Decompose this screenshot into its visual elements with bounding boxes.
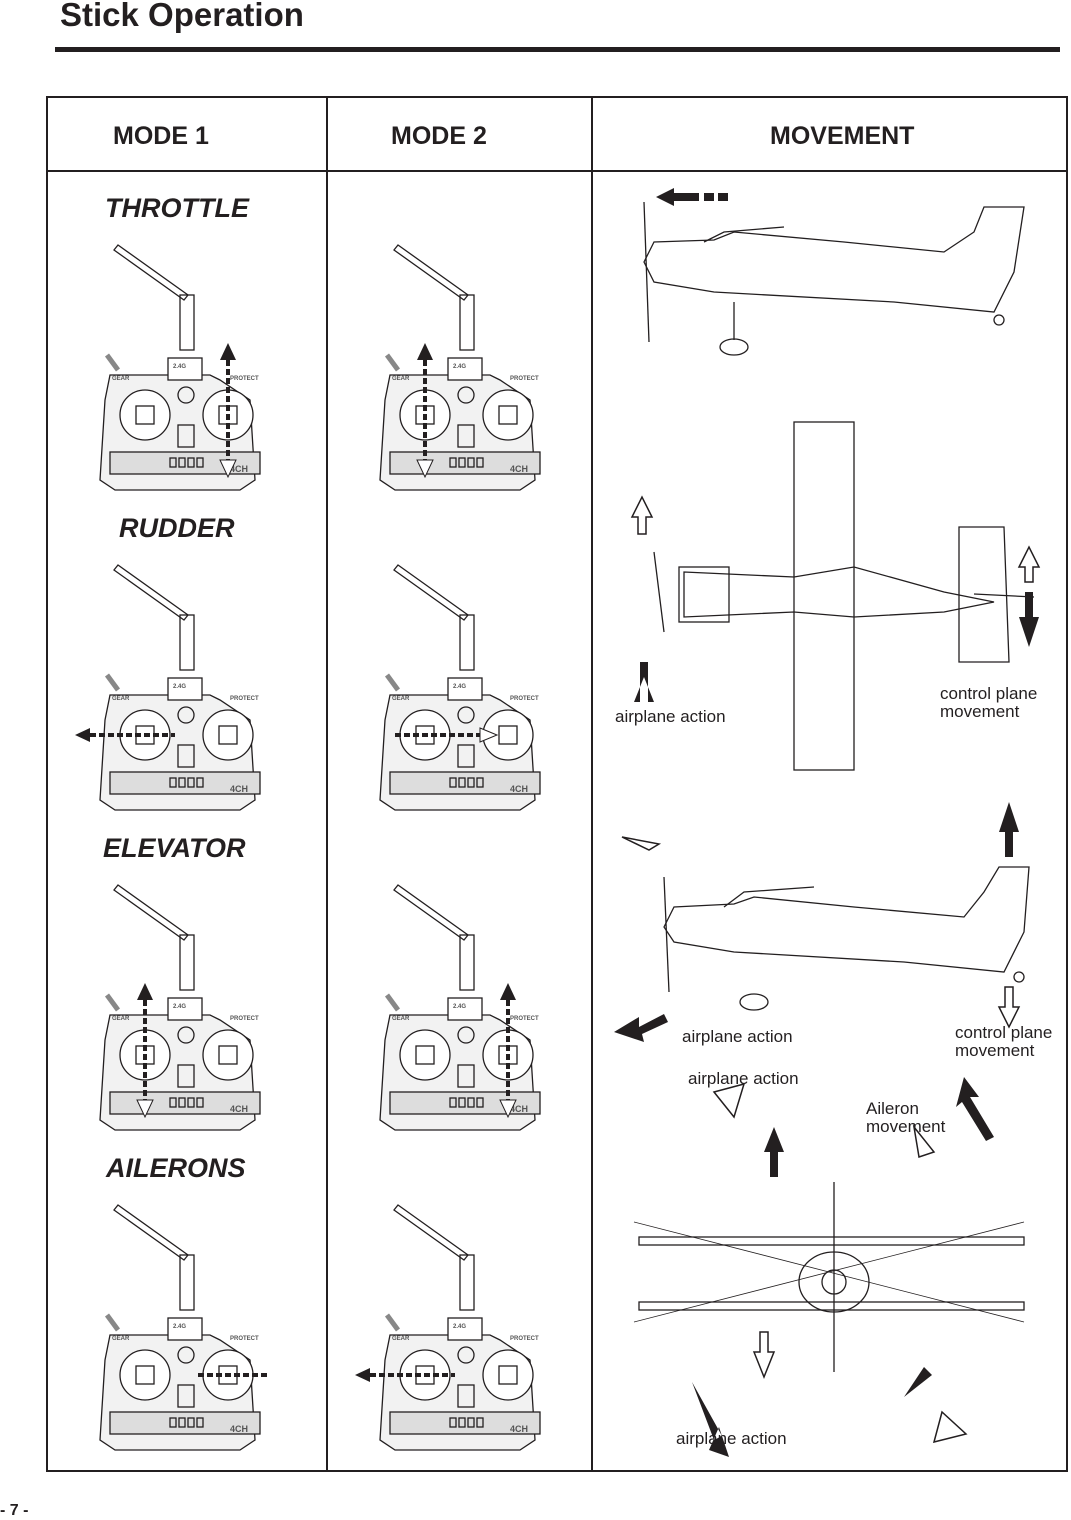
- header-divider: [48, 170, 1066, 172]
- protect-label: PROTECT: [230, 1336, 259, 1342]
- outline-arrow-roll-down-icon: [932, 1410, 968, 1444]
- stick-operation-table: MODE 1 MODE 2 MOVEMENT: [46, 96, 1068, 1472]
- row-label-elevator: ELEVATOR: [103, 833, 246, 863]
- column-header-movement: MOVEMENT: [770, 122, 915, 150]
- protect-label: PROTECT: [230, 376, 259, 382]
- protect-label: PROTECT: [510, 376, 539, 382]
- movement-illustrations: [614, 188, 1041, 1457]
- stick-direction-arrow-icon: [355, 1368, 455, 1382]
- row-label-ailerons: AILERONS: [106, 1153, 246, 1183]
- protect-label: PROTECT: [510, 696, 539, 702]
- channels-label: 4CH: [230, 464, 248, 474]
- band-label: 2.4G: [453, 1004, 466, 1010]
- stick-direction-arrow-icon: [499, 983, 517, 1119]
- channels-label: 4CH: [510, 464, 528, 474]
- arrow-roll-left-icon: [692, 1382, 729, 1457]
- airplane-side-view-elevator: [663, 866, 1030, 1011]
- band-label: 2.4G: [173, 684, 186, 690]
- transmitter-body: [379, 1204, 541, 1451]
- column-header-mode1: MODE 1: [113, 122, 209, 150]
- band-label: 2.4G: [453, 684, 466, 690]
- transmitter-body: [379, 564, 541, 811]
- column-divider: [591, 98, 593, 1470]
- transmitter-mode2-elevator: GEAR PROTECT 2.4G 4CH: [379, 884, 541, 1131]
- arrow-elevator-up-icon: [999, 802, 1019, 857]
- stick-direction-arrow-icon: [75, 728, 175, 742]
- band-label: 2.4G: [173, 1004, 186, 1010]
- transmitter-mode1-throttle: GEAR PROTECT 2.4G 4CH: [99, 244, 261, 491]
- gear-label: GEAR: [112, 1016, 130, 1022]
- outline-arrow-aileron-down-icon: [752, 1331, 776, 1380]
- elevator-control-plane-label: control plane movement: [955, 1023, 1053, 1060]
- channels-label: 4CH: [510, 1104, 528, 1114]
- stick-direction-arrow-icon: [198, 1373, 270, 1377]
- transmitter-body: [379, 884, 541, 1131]
- gear-label: GEAR: [112, 696, 130, 702]
- column-divider: [326, 98, 328, 1470]
- arrow-pitch-down-icon: [614, 1014, 668, 1042]
- protect-label: PROTECT: [230, 696, 259, 702]
- gear-label: GEAR: [112, 1336, 130, 1342]
- arrow-forward-icon: [656, 188, 699, 206]
- gear-label: GEAR: [392, 696, 410, 702]
- outline-arrow-rudder-up-icon: [1017, 545, 1041, 583]
- transmitter-mode2-ailerons: GEAR PROTECT 2.4G 4CH: [355, 1204, 541, 1451]
- column-header-mode2: MODE 2: [391, 122, 487, 150]
- outline-arrows: [621, 495, 1041, 1444]
- airplane-side-view-throttle: [643, 201, 1025, 356]
- stick-direction-arrow-icon: [136, 983, 154, 1119]
- band-label: 2.4G: [173, 1324, 186, 1330]
- page-number: - 7 -: [0, 1502, 29, 1519]
- band-label: 2.4G: [453, 1324, 466, 1330]
- channels-label: 4CH: [230, 784, 248, 794]
- arrow-aileron-down-icon: [904, 1367, 932, 1397]
- movement-arrows: [614, 188, 1039, 1457]
- arrow-rudder-down-icon: [1019, 592, 1039, 647]
- channels-label: 4CH: [230, 1104, 248, 1114]
- rudder-control-plane-label: control plane movement: [940, 684, 1038, 721]
- title-rule: [55, 47, 1060, 52]
- aileron-movement-label: Aileron movement: [866, 1099, 946, 1136]
- gear-label: GEAR: [112, 376, 130, 382]
- airplane-front-view-aileron: [633, 1182, 1025, 1372]
- channels-label: 4CH: [510, 784, 528, 794]
- band-label: 2.4G: [453, 364, 466, 370]
- page-title: Stick Operation: [60, 0, 304, 33]
- outline-arrow-roll-up-icon: [712, 1082, 746, 1119]
- stick-direction-arrow-icon: [219, 343, 237, 479]
- elevator-airplane-action-label: airplane action: [682, 1027, 793, 1046]
- protect-label: PROTECT: [510, 1016, 539, 1022]
- rudder-airplane-action-label: airplane action: [615, 707, 726, 726]
- gear-label: GEAR: [392, 1336, 410, 1342]
- outline-aileron-arrow-icon: [912, 1124, 936, 1158]
- transmitter-mode1-ailerons: GEAR PROTECT 2.4G 4CH: [99, 1204, 270, 1451]
- transmitter-mode1-elevator: GEAR PROTECT 2.4G 4CH: [99, 884, 261, 1131]
- gear-label: GEAR: [392, 376, 410, 382]
- aileron-airplane-action-top-label: airplane action: [688, 1069, 799, 1088]
- channels-label: 4CH: [230, 1424, 248, 1434]
- channels-label: 4CH: [510, 1424, 528, 1434]
- airplane-top-view-rudder: [653, 421, 1035, 771]
- transmitter-body: [99, 564, 261, 811]
- row-label-throttle: THROTTLE: [105, 193, 249, 223]
- transmitter-mode1-rudder: GEAR PROTECT 2.4G 4CH: [75, 564, 261, 811]
- transmitter-body: [99, 244, 261, 491]
- arrow-yaw-left-icon: [634, 662, 654, 702]
- stick-direction-arrow-icon: [395, 727, 499, 743]
- band-label: 2.4G: [173, 364, 186, 370]
- stick-direction-arrow-icon: [416, 343, 434, 479]
- arrow-roll-right-icon: [956, 1077, 994, 1141]
- transmitter-mode2-throttle: GEAR PROTECT 2.4G 4CH: [379, 244, 541, 491]
- outline-arrow-elevator-down-icon: [997, 986, 1021, 1029]
- transmitter-mode2-rudder: GEAR PROTECT 2.4G 4CH: [379, 564, 541, 811]
- aileron-airplane-action-bottom-label: airplane action: [676, 1429, 787, 1448]
- protect-label: PROTECT: [230, 1016, 259, 1022]
- protect-label: PROTECT: [510, 1336, 539, 1342]
- arrow-aileron-up-icon: [764, 1127, 784, 1177]
- row-label-rudder: RUDDER: [119, 513, 235, 543]
- gear-label: GEAR: [392, 1016, 410, 1022]
- outline-arrow-pitch-up-icon: [621, 836, 662, 851]
- transmitter-body: [99, 1204, 261, 1451]
- outline-arrow-up-icon: [630, 495, 654, 535]
